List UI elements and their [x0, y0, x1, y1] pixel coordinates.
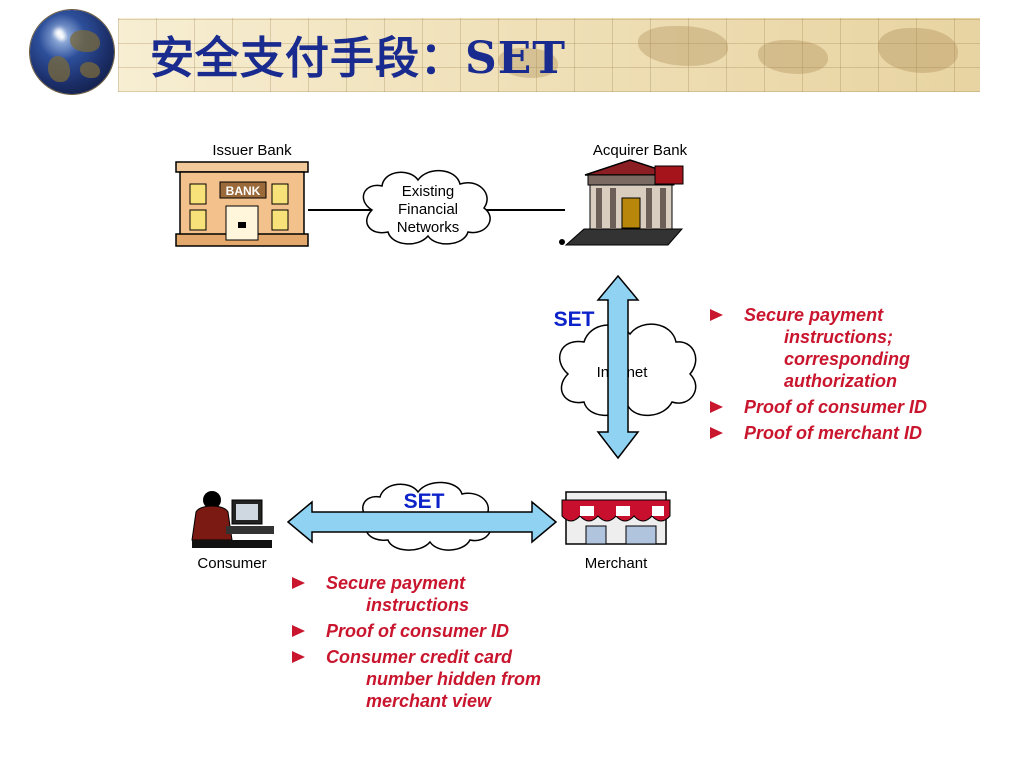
world-map-banner — [118, 18, 980, 92]
list-item: Secure payment instructions — [292, 572, 632, 616]
bottom-bullet-list: Secure payment instructions Proof of con… — [292, 572, 632, 716]
acquirer-bank-label: Acquirer Bank — [593, 142, 688, 159]
bullet-arrow-icon — [292, 625, 305, 637]
list-item: Proof of consumer ID — [292, 620, 632, 642]
list-item: Proof of merchant ID — [710, 422, 1010, 444]
page-title: 安全支付手段：SET — [150, 33, 567, 84]
cloud-line-2: Financial — [398, 201, 458, 218]
bullet-arrow-icon — [292, 577, 305, 589]
merchant-label: Merchant — [585, 555, 648, 572]
issuer-bank-icon: BANK — [175, 161, 309, 247]
globe-icon — [30, 10, 114, 94]
cloud-line-1: Existing — [402, 183, 455, 200]
issuer-bank-label: Issuer Bank — [212, 142, 292, 159]
bullet-arrow-icon — [710, 309, 723, 321]
list-item: Consumer credit card number hidden from … — [292, 646, 632, 712]
set-vertical-arrow — [596, 274, 640, 460]
consumer-icon — [191, 491, 274, 548]
set-label-vertical: SET — [554, 308, 595, 331]
list-item: Proof of consumer ID — [710, 396, 1010, 418]
consumer-label: Consumer — [197, 555, 266, 572]
bullet-arrow-icon — [292, 651, 305, 663]
acquirer-bank-icon — [559, 159, 684, 246]
existing-networks-cloud — [362, 170, 491, 245]
cloud-line-3: Networks — [397, 219, 460, 236]
bullet-arrow-icon — [710, 427, 723, 439]
merchant-icon — [561, 491, 671, 545]
bank-sign: BANK — [226, 184, 261, 198]
set-horizontal-arrow — [286, 500, 558, 544]
bullet-arrow-icon — [710, 401, 723, 413]
set-label-horizontal: SET — [404, 490, 445, 513]
right-bullet-list: Secure payment instructions; correspondi… — [710, 304, 1010, 448]
slide-header: 安全支付手段：SET — [0, 0, 1024, 100]
list-item: Secure payment instructions; correspondi… — [710, 304, 1010, 392]
